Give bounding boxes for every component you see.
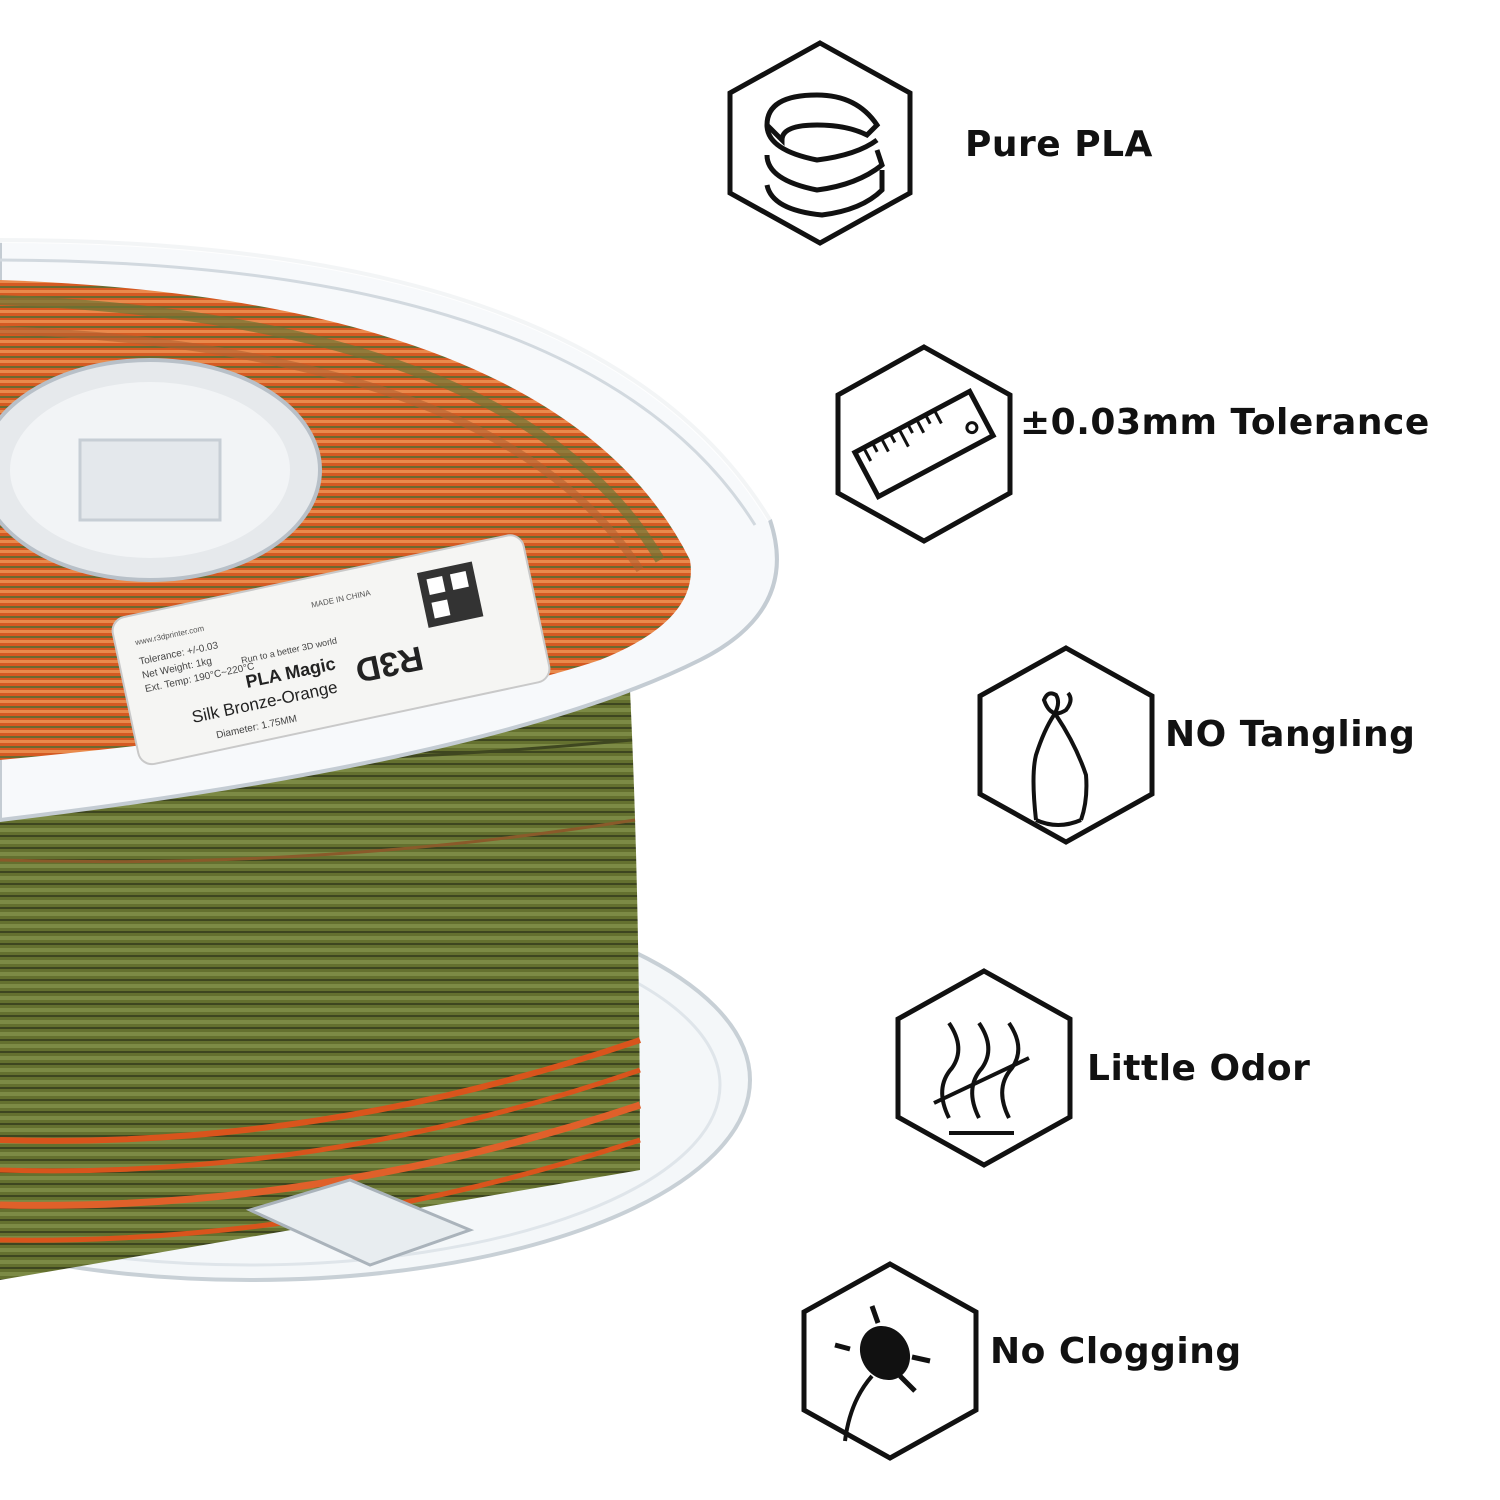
- feature-label: No Clogging: [990, 1331, 1242, 1372]
- ruler-icon: [835, 344, 1013, 544]
- odor-icon: [895, 968, 1073, 1168]
- spool-label: R3D PLA Magic Silk Bronze-Orange Diamete…: [111, 534, 551, 766]
- layers-icon: [727, 40, 913, 246]
- feature-label: NO Tangling: [1165, 714, 1416, 755]
- filament-side: [0, 690, 640, 1280]
- filament-icon: [977, 645, 1155, 845]
- feature-label: ±0.03mm Tolerance: [1020, 402, 1430, 443]
- feature-label: Little Odor: [1087, 1048, 1311, 1089]
- feature-label: Pure PLA: [965, 124, 1153, 165]
- nozzle-icon: [801, 1261, 979, 1461]
- filament-spool: R3D PLA Magic Silk Bronze-Orange Diamete…: [0, 237, 779, 1282]
